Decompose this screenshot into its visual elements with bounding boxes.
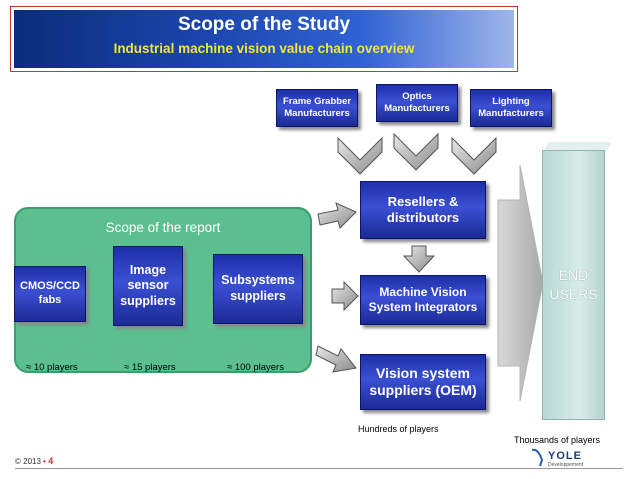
cmos-line1: CMOS/CCD bbox=[20, 280, 80, 293]
end-users-line2: USERS bbox=[549, 285, 598, 302]
frame-grabber-line1: Frame Grabber bbox=[282, 96, 352, 108]
svg-text:Développement: Développement bbox=[548, 462, 584, 468]
footer-divider bbox=[15, 468, 623, 469]
arrow-to-oem bbox=[315, 345, 357, 373]
big-arrow-to-end-users bbox=[497, 164, 544, 402]
resellers-distributors-box: Resellers &distributors bbox=[360, 181, 486, 239]
subsystems-line1: Subsystems bbox=[221, 273, 295, 288]
integrators-line2: System Integrators bbox=[368, 300, 478, 314]
header-bar bbox=[14, 10, 514, 68]
yole-logo-mark: YOLE Développement bbox=[531, 448, 584, 468]
players-count-fabs: ≈ 10 players bbox=[26, 362, 78, 373]
optics-line2: Manufacturers bbox=[384, 103, 450, 114]
svg-text:YOLE: YOLE bbox=[548, 450, 582, 462]
subsystems-line2: suppliers bbox=[230, 289, 286, 303]
chevron-down-3 bbox=[451, 136, 497, 175]
hundreds-of-players-note: Hundreds of players bbox=[358, 424, 439, 434]
image-line1: Image bbox=[129, 262, 167, 277]
thousands-of-players-note: Thousands of players bbox=[514, 435, 601, 445]
yole-logo: YOLE Développement bbox=[528, 446, 618, 468]
scope-title: Scope of the report bbox=[105, 220, 221, 235]
arrow-down-resellers-integrators bbox=[402, 245, 436, 273]
footer-separator: • bbox=[43, 457, 46, 466]
image-line3: suppliers bbox=[120, 293, 176, 308]
optics-line1: Optics bbox=[402, 91, 432, 103]
arrow-to-integrators bbox=[331, 280, 359, 312]
end-users-line1: END bbox=[558, 267, 589, 283]
resellers-line1: Resellers & bbox=[387, 193, 459, 209]
chevron-down-2 bbox=[393, 132, 439, 171]
frame-grabber-line2: Manufacturers bbox=[284, 108, 350, 119]
lighting-line1: Lighting bbox=[492, 96, 530, 108]
integrators-line1: Machine Vision bbox=[379, 285, 467, 299]
copyright: © 2013 bbox=[15, 457, 41, 466]
page-number: 4 bbox=[48, 456, 54, 466]
oem-line2: suppliers (OEM) bbox=[369, 382, 477, 398]
page-subtitle: Industrial machine vision value chain ov… bbox=[113, 41, 415, 56]
chevron-down-1 bbox=[337, 136, 383, 175]
players-count-image-sensor: ≈ 15 players bbox=[124, 362, 176, 373]
end-users-box bbox=[542, 150, 605, 420]
resellers-line2: distributors bbox=[386, 210, 460, 225]
footer: © 2013 • 4 bbox=[15, 456, 53, 466]
players-count-subsystems: ≈ 100 players bbox=[227, 362, 284, 373]
page-title: Scope of the Study bbox=[177, 14, 351, 35]
cmos-line2: fabs bbox=[38, 294, 62, 306]
lighting-line2: Manufacturers bbox=[478, 108, 544, 119]
oem-line1: Vision system bbox=[376, 364, 470, 381]
image-line2: sensor bbox=[127, 278, 169, 293]
arrow-to-resellers bbox=[317, 202, 357, 229]
end-users-label: END USERS bbox=[542, 266, 605, 304]
header-frame bbox=[10, 6, 518, 72]
